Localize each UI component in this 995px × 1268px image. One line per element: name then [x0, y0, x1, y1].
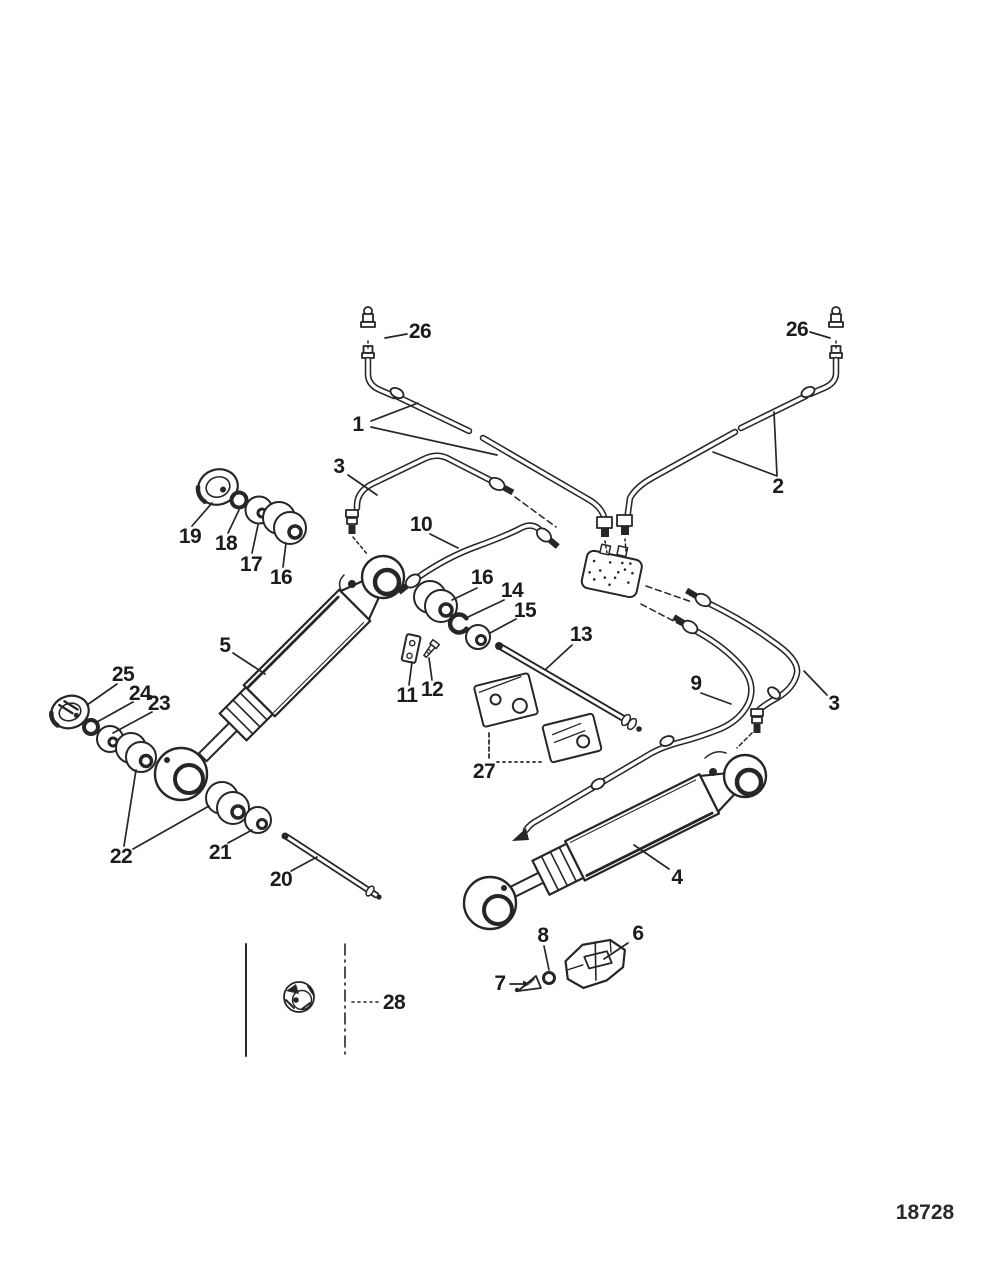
trim-cylinder-starboard: [505, 751, 768, 900]
callout-18: 18: [214, 532, 238, 555]
callout-3-left: 3: [333, 455, 345, 478]
pivot-pins: [281, 642, 642, 900]
callout-11: 11: [396, 684, 418, 707]
callout-26-right: 26: [785, 318, 809, 341]
callout-2: 2: [772, 475, 784, 498]
leader-lines: [86, 331, 831, 988]
manifold-block: [580, 543, 643, 599]
callout-17: 17: [239, 553, 263, 576]
grease-fitting-26-right: [828, 306, 844, 359]
anode-clamp: [564, 938, 626, 990]
alignment-dashes: [352, 496, 758, 749]
insert-detail: [245, 943, 380, 1057]
callout-13: 13: [569, 623, 593, 646]
callout-9: 9: [690, 672, 702, 695]
callout-5: 5: [219, 634, 231, 657]
ring-18: [229, 490, 249, 510]
callout-28: 28: [382, 991, 406, 1014]
rod-end-caps: [153, 746, 518, 931]
callout-8: 8: [537, 924, 549, 947]
callout-10: 10: [409, 513, 433, 536]
callout-4: 4: [671, 866, 683, 889]
hose-elbow-fitting: [345, 509, 359, 534]
callout-26-left: 26: [408, 320, 432, 343]
callout-14: 14: [500, 579, 524, 602]
callout-25: 25: [111, 663, 135, 686]
cap-25: [49, 694, 90, 730]
bushing-washer-sets: [49, 468, 491, 834]
callout-3-right: 3: [828, 692, 840, 715]
callout-1: 1: [352, 413, 364, 436]
callout-12: 12: [420, 678, 444, 701]
grease-fitting-26-left: [360, 306, 376, 359]
connector-blocks: [473, 672, 603, 764]
callout-21: 21: [208, 841, 232, 864]
clip-14: [447, 612, 469, 635]
hydraulic-hoses: [345, 452, 801, 841]
washer-8: [542, 971, 556, 985]
callout-27: 27: [472, 760, 496, 783]
hydraulic-tubes: [360, 306, 844, 537]
callout-24: 24: [128, 682, 152, 705]
callout-20: 20: [269, 868, 293, 891]
callout-19: 19: [178, 525, 202, 548]
callout-6: 6: [632, 922, 644, 945]
figure-number: 18728: [895, 1201, 955, 1224]
ring-24: [82, 718, 100, 736]
callout-7: 7: [494, 972, 506, 995]
callout-22: 22: [109, 845, 133, 868]
anode-kit: [514, 938, 626, 993]
callout-16-left: 16: [269, 566, 293, 589]
callout-15: 15: [513, 599, 537, 622]
cap-19: [195, 468, 239, 506]
callout-23: 23: [147, 692, 171, 715]
gear-part-28: [283, 981, 315, 1013]
callout-16-mid: 16: [470, 566, 494, 589]
trim-cylinder-port: [197, 554, 441, 763]
